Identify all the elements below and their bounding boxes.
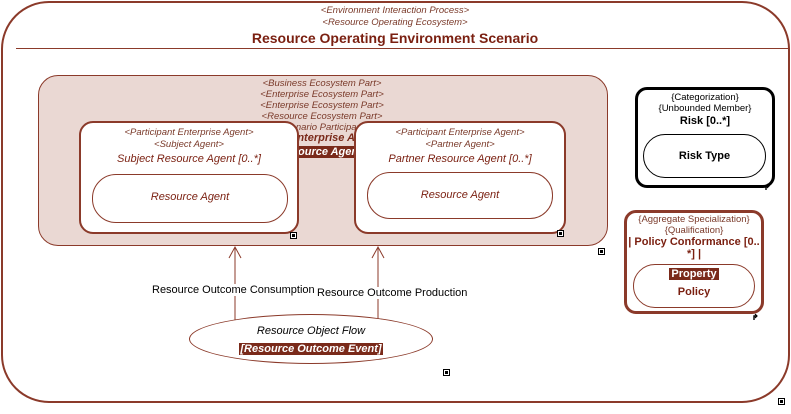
subject-agent-link-icon[interactable] [290,232,297,239]
consumption-label: Resource Outcome Consumption [152,284,315,296]
partner-agent-title: Partner Resource Agent [0..*] [388,153,532,165]
subject-agent-stereotype-subject: <Subject Agent> [154,139,224,150]
partner-inner-label: Resource Agent [420,189,500,201]
risk-stereotype-categorization: {Categorization} [671,92,739,103]
ecosystem-title-b: ource Agen [296,146,361,158]
diagram-title: Resource Operating Environment Scenario [251,30,539,46]
outer-frame [1,1,790,403]
policy-expand-icon[interactable] [753,313,761,321]
risk-expand-icon[interactable] [765,183,773,191]
ecosystem-stereotype-enterprise-2: <Enterprise Ecosystem Part> [260,100,384,111]
risk-type-label: Risk Type [678,150,731,162]
subject-agent-stereotype-participant: <Participant Enterprise Agent> [124,127,254,138]
policy-label: Policy [677,286,711,298]
subject-inner-label: Resource Agent [150,191,230,203]
policy-title-line1: | Policy Conformance [0.. [628,236,760,248]
outer-stereotype-process: <Environment Interaction Process> [320,5,470,16]
partner-agent-stereotype-participant: <Participant Enterprise Agent> [395,127,525,138]
partner-resource-agent-inner[interactable] [367,172,553,219]
ecosystem-stereotype-enterprise-1: <Enterprise Ecosystem Part> [260,89,384,100]
ecosystem-link-icon[interactable] [598,248,605,255]
outer-link-icon[interactable] [778,398,785,405]
object-flow-link-icon[interactable] [443,369,450,376]
production-label: Resource Outcome Production [317,287,468,299]
ecosystem-stereotype-resource: <Resource Ecosystem Part> [261,111,383,122]
object-flow-title: Resource Object Flow [256,325,366,337]
object-flow-event-tag: [Resource Outcome Event] [239,343,383,355]
subject-agent-title: Subject Resource Agent [0..*] [117,153,261,165]
partner-agent-stereotype-partner: <Partner Agent> [425,139,495,150]
resource-object-flow[interactable] [189,314,433,364]
risk-stereotype-unbounded: {Unbounded Member} [658,103,752,114]
risk-title: Risk [0..*] [679,115,731,127]
ecosystem-stereotype-scenario: <Scenario Participant> [273,122,371,133]
ecosystem-title-a: Enterprise A [290,132,356,144]
outer-divider [16,48,790,49]
policy-stereotype-aggregate: {Aggregate Specialization} [638,214,750,225]
risk-type-node[interactable] [643,134,766,178]
policy-title-line2: *] | [686,248,702,260]
subject-resource-agent-inner[interactable] [92,174,288,223]
outer-stereotype-ecosystem: <Resource Operating Ecosystem> [322,17,468,28]
object-flow-event-wrap: [Resource Outcome Event] [189,339,433,357]
ecosystem-stereotype-business: <Business Ecosystem Part> [262,78,382,89]
policy-stereotype-qualification: {Qualification} [664,225,724,236]
policy-property-tag: Property [669,268,719,280]
policy-property-wrap: Property [633,264,755,282]
partner-agent-link-icon[interactable] [557,230,564,237]
